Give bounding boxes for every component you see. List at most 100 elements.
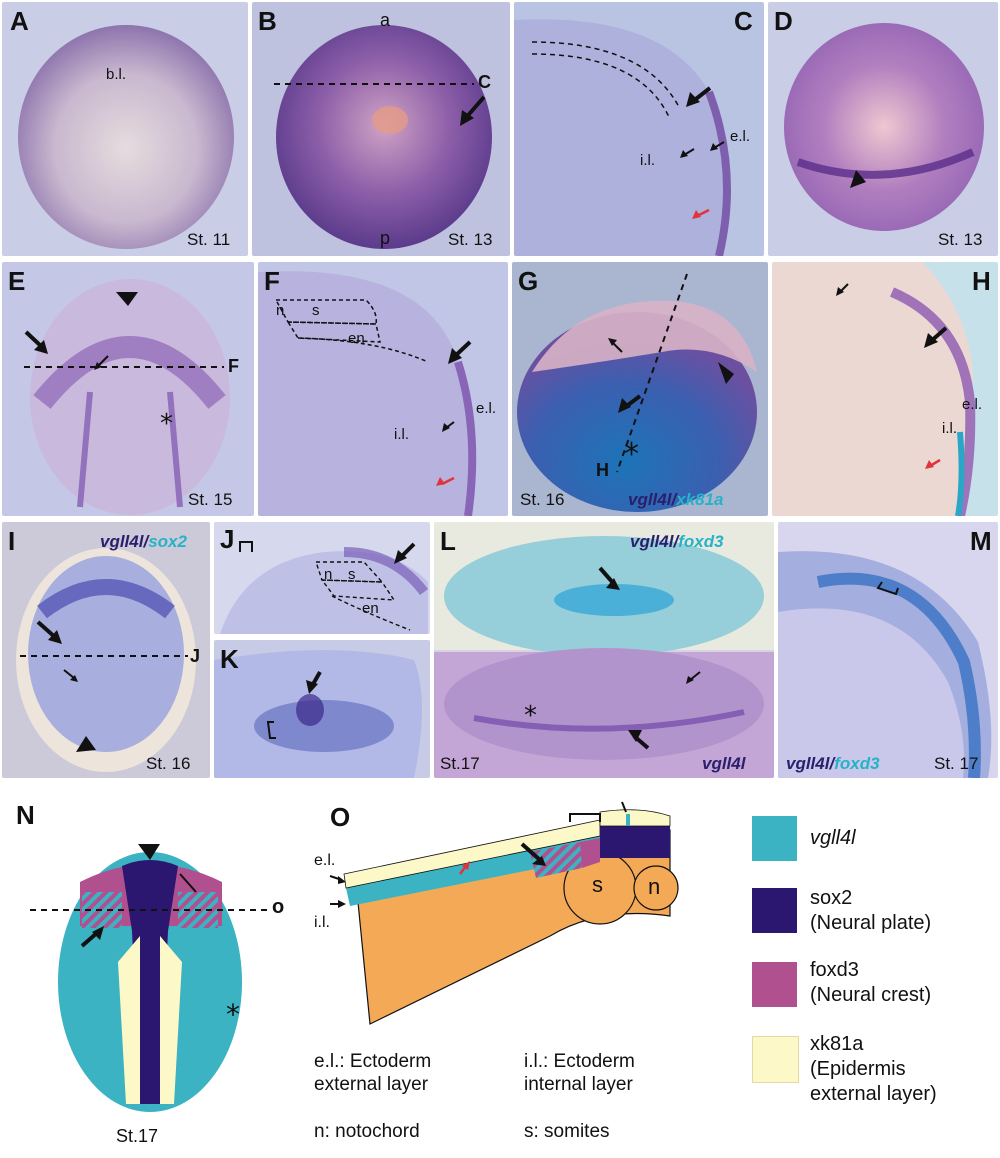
caption-line: e.l.: Ectoderm (314, 1051, 432, 1072)
panel-letter: B (258, 6, 277, 36)
internal-layer-label: i.l. (394, 426, 409, 443)
gene-name: vgll4l (702, 754, 746, 773)
caption-line: i.l.: Ectoderm (524, 1051, 635, 1072)
panel-l: * L vgll4l/foxd3 St.17 vgll4l (434, 522, 774, 778)
section-label: o (272, 896, 285, 918)
separator: / (673, 532, 679, 551)
blastopore-lip-label: b.l. (106, 66, 127, 83)
legend-label: sox2 (Neural plate) (810, 886, 931, 936)
legend-line: external layer) (810, 1083, 937, 1105)
panel-letter: N (16, 800, 35, 830)
panel-j-image (220, 541, 428, 634)
svg-text:*: * (524, 701, 537, 731)
stage-label: St. 15 (188, 490, 233, 509)
legend-line: (Epidermis (810, 1058, 906, 1080)
external-layer-label: e.l. (730, 128, 751, 145)
panel-letter: H (972, 266, 991, 296)
panel-j: J n s en (214, 522, 430, 634)
panel-letter: K (220, 644, 239, 674)
legend-swatch-xk81a (752, 1036, 799, 1083)
legend-swatch-vgll4l (752, 816, 797, 861)
panel-i-image (16, 548, 196, 772)
section-label: H (596, 460, 609, 480)
panel-letter: C (734, 6, 753, 36)
legend-line: (Neural crest) (810, 984, 932, 1006)
panel-letter: E (8, 266, 26, 296)
caption-external-layer: e.l.: Ectoderm external layer (314, 1050, 431, 1096)
external-layer-label: e.l. (476, 400, 497, 417)
gene-name: vgll4l (100, 532, 144, 551)
panel-c: C e.l. i.l. (514, 2, 764, 256)
stain-label: vgll4l/xk81a (628, 490, 723, 510)
separator: / (143, 532, 149, 551)
somites-label: s (312, 302, 320, 319)
legend-swatch-sox2 (752, 888, 797, 933)
panel-e-image: * (24, 279, 230, 515)
posterior-label: p (380, 228, 391, 248)
panel-c-image (514, 19, 731, 256)
panel-n: * N o St.17 (0, 786, 300, 1158)
somites-label: s (348, 566, 356, 583)
gene-name: vgll4l (630, 532, 674, 551)
legend-label: vgll4l (810, 827, 856, 849)
gene-name: foxd3 (678, 532, 724, 551)
embryo (30, 279, 230, 515)
schematic-n: * (30, 844, 270, 1112)
panel-m: M vgll4l/foxd3 St. 17 (778, 522, 998, 778)
separator: / (829, 754, 835, 773)
legend-swatch-foxd3 (752, 962, 797, 1007)
stain-label: vgll4l/sox2 (100, 532, 187, 552)
somites-label: s (592, 872, 603, 897)
panel-letter: I (8, 526, 16, 556)
caption-line: internal layer (524, 1074, 633, 1095)
stage-label: St. 13 (938, 230, 983, 249)
panel-b-image (274, 25, 492, 249)
caption-notochord: n: notochord (314, 1121, 420, 1142)
arrowhead (850, 170, 866, 188)
notochord-label: n (324, 566, 333, 583)
stage-label: St. 11 (187, 230, 231, 249)
stage-label: St. 16 (520, 490, 565, 509)
panel-i: I vgll4l/sox2 J St. 16 (2, 522, 210, 778)
panel-letter: M (970, 526, 992, 556)
stage-label: St.17 (440, 754, 480, 773)
legend-line: foxd3 (810, 959, 859, 981)
endoderm-label: en (348, 330, 365, 347)
panel-d-image (784, 23, 984, 231)
internal-layer-label: i.l. (314, 914, 330, 931)
section-label: J (190, 646, 201, 666)
legend-line: xk81a (810, 1033, 864, 1055)
panel-f-image (258, 271, 477, 516)
panel-h-image (772, 262, 976, 516)
panel-a: A b.l. St. 11 (2, 2, 248, 256)
section-label: F (228, 356, 239, 376)
gene-name: foxd3 (834, 754, 880, 773)
gene-name: vgll4l (628, 490, 672, 509)
section-tissue (514, 19, 727, 256)
panel-letter: J (220, 524, 235, 554)
caption-internal-layer: i.l.: Ectoderm internal layer (524, 1050, 635, 1096)
svg-text:*: * (624, 437, 639, 472)
embryo (784, 23, 984, 231)
caption-line: external layer (314, 1074, 429, 1095)
internal-layer-label: i.l. (640, 152, 655, 169)
embryo-spot (372, 106, 408, 134)
gene-name: xk81a (676, 490, 724, 509)
panel-letter: G (518, 266, 539, 296)
embryo (276, 25, 492, 249)
anterior-label: a (380, 10, 391, 30)
panel-letter: L (440, 526, 456, 556)
legend-label: foxd3 (Neural crest) (810, 958, 931, 1008)
gene-name: sox2 (148, 532, 187, 551)
panel-f: F n s en e.l. i.l. (258, 262, 508, 516)
endoderm-label: en (362, 600, 379, 617)
panel-d: D St. 13 (768, 2, 998, 256)
schematic-o (329, 801, 679, 1025)
panel-h: H e.l. i.l. (772, 262, 998, 516)
panel-k-image (214, 650, 422, 778)
section-label: C (478, 72, 491, 92)
notochord-label: n (276, 302, 285, 319)
gene-name: vgll4l (786, 754, 830, 773)
caption-somites: s: somites (524, 1121, 610, 1142)
stage-label: St. 16 (146, 754, 191, 773)
